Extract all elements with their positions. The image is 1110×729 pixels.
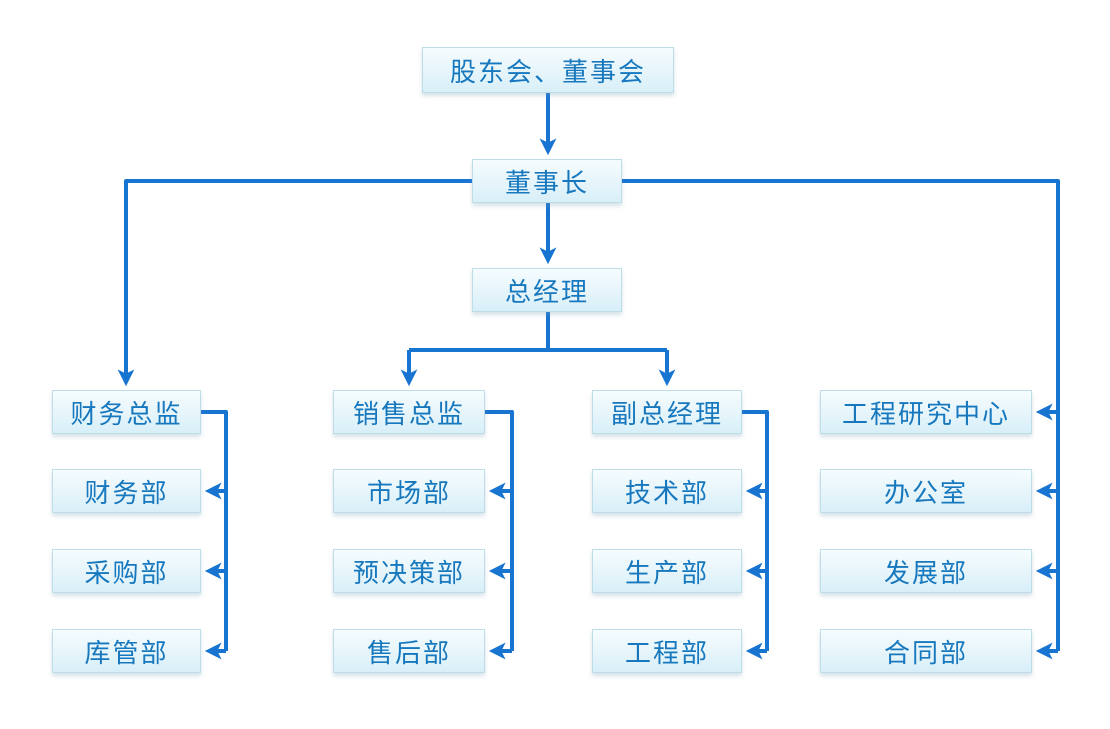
box-development-dept: 发展部 [820,549,1032,593]
box-general-manager: 总经理 [472,268,622,312]
box-production-dept: 生产部 [592,549,742,593]
connector-finance-trunk [201,410,228,651]
box-marketing-dept: 市场部 [333,469,485,513]
connector-gm-branch [409,312,667,352]
box-budget-decision-dept: 预决策部 [333,549,485,593]
box-purchasing-dept: 采购部 [52,549,201,593]
connector-sales-trunk [485,410,514,651]
box-warehouse-dept: 库管部 [52,629,201,673]
box-deputy-general-manager: 副总经理 [592,390,742,434]
box-engineering-research-center: 工程研究中心 [820,390,1032,434]
box-office: 办公室 [820,469,1032,513]
connector-chairman-to-finance-director [117,179,472,387]
box-engineering-dept: 工程部 [592,629,742,673]
connector-deputy-trunk [742,410,769,651]
box-chairman: 董事长 [472,159,622,203]
box-shareholders-board: 股东会、董事会 [422,47,674,93]
box-after-sales-dept: 售后部 [333,629,485,673]
connector-chairman-right-trunk [622,179,1060,651]
box-technology-dept: 技术部 [592,469,742,513]
box-contract-dept: 合同部 [820,629,1032,673]
box-sales-director: 销售总监 [333,390,485,434]
box-finance-dept: 财务部 [52,469,201,513]
box-finance-director: 财务总监 [52,390,201,434]
